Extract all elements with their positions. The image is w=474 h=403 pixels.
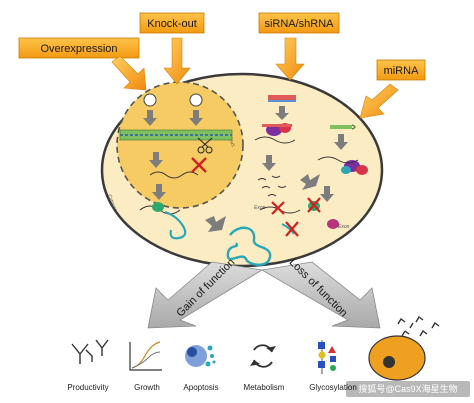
knockout-label-box: Knock-out xyxy=(139,12,205,34)
plasmid-right xyxy=(189,93,203,107)
protein-chain xyxy=(164,210,187,240)
exon-label-left: Exon xyxy=(254,205,266,211)
overexpression-label-box: Overexpression xyxy=(18,37,140,59)
orange-arrow-knockout xyxy=(163,37,191,85)
overexpression-label: Overexpression xyxy=(40,43,117,55)
orange-arrow-mirna xyxy=(359,83,399,119)
grey-arrow xyxy=(262,155,276,171)
red-x-icon xyxy=(307,197,321,213)
grey-arrow xyxy=(334,134,348,150)
mirna-label-box: miRNA xyxy=(376,59,426,81)
orange-arrow-sirna xyxy=(275,37,305,81)
watermark: 搜狐号@Cas9X海星生物 xyxy=(346,381,470,397)
secretion-cell-icon xyxy=(368,315,440,381)
truncated-protein xyxy=(281,223,295,235)
degraded-protein xyxy=(327,219,339,229)
grey-arrow xyxy=(189,110,203,126)
phenotype-label-productivity: Productivity xyxy=(67,383,108,392)
gain-of-function-funnel: Gain of function xyxy=(147,256,264,329)
sirna-label-box: siRNA/shRNA xyxy=(258,12,340,34)
nucleus xyxy=(116,81,244,209)
genomic-dna xyxy=(119,129,233,141)
red-x-icon xyxy=(271,201,285,215)
grey-arrow xyxy=(320,186,334,202)
grey-arrow xyxy=(152,184,166,200)
cytosol-label: Cytosol xyxy=(106,194,118,213)
grey-arrow xyxy=(275,106,289,120)
apoptosis-cell-icon xyxy=(185,345,216,367)
phenotype-label-glycosylation: Glycosylation xyxy=(309,383,357,392)
exon-label-right: Exon xyxy=(338,224,350,230)
phenotype-label-growth: Growth xyxy=(134,383,160,392)
grey-arrow xyxy=(149,152,163,168)
cycle-arrows-icon xyxy=(250,344,276,368)
glycan-chain-icon xyxy=(318,340,336,374)
mirna-target-mrna xyxy=(317,156,359,164)
watermark-text: 搜狐号@Cas9X海星生物 xyxy=(358,383,457,394)
red-x-icon xyxy=(285,221,299,237)
red-x-icon xyxy=(191,157,207,173)
orange-arrow-overexpression xyxy=(111,55,147,91)
sirna-duplex xyxy=(268,95,296,102)
scissors-icon xyxy=(197,137,213,154)
mirna-hairpin xyxy=(330,124,356,130)
knockout-label: Knock-out xyxy=(147,18,197,30)
degraded-mrna xyxy=(257,175,287,197)
grey-arrow xyxy=(205,216,226,232)
mrna-strand xyxy=(149,171,199,179)
plasmid-left xyxy=(143,93,157,107)
sirna-label: siRNA/shRNA xyxy=(264,18,334,30)
target-mrna xyxy=(254,136,296,144)
grey-arrow xyxy=(300,174,320,190)
folded-protein xyxy=(226,226,272,266)
mirna-label: miRNA xyxy=(384,65,419,77)
ribosome xyxy=(152,202,164,212)
phenotype-label-apoptosis: Apoptosis xyxy=(183,383,218,392)
growth-curve-icon xyxy=(129,341,162,371)
grey-arrow xyxy=(143,110,157,126)
risc-complex xyxy=(262,123,292,136)
antibody-icon xyxy=(71,339,109,364)
phenotype-label-metabolism: Metabolism xyxy=(244,383,285,392)
loss-of-function-funnel: Loss of function xyxy=(260,256,381,329)
